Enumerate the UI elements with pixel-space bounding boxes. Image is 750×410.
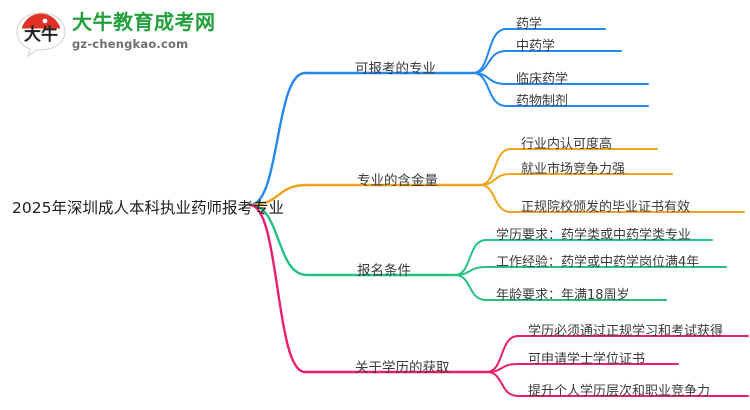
mindmap-branch-value[interactable]: 专业的含金量 [357, 173, 438, 189]
mindmap-connector [454, 266, 487, 276]
mindmap-edges [248, 28, 749, 397]
mindmap-branch-majors[interactable]: 可报考的专业 [355, 61, 436, 77]
mindmap-connector [248, 71, 307, 207]
mindmap-connector [454, 274, 487, 301]
mindmap-connector [479, 184, 512, 213]
mindmap-leaf-node[interactable]: 行业内认可度高 [521, 137, 613, 152]
mindmap-leaf-node[interactable]: 正规院校颁发的毕业证书有效 [521, 200, 691, 215]
site-logo: 大牛 大牛教育成考网 gz-chengkao.com [14, 8, 234, 60]
mindmap-branch-requirements[interactable]: 报名条件 [357, 263, 411, 279]
mindmap-connector [248, 203, 309, 277]
mindmap-connector [472, 72, 507, 107]
mindmap-branch-degree[interactable]: 关于学历的获取 [355, 360, 450, 376]
logo-mark-icon: 大牛 [14, 10, 68, 58]
mindmap-root-node[interactable]: 2025年深圳成人本科执业药师报考专业 [12, 199, 284, 217]
mindmap-leaf-node[interactable]: 临床药学 [516, 72, 569, 87]
logo-mark-text: 大牛 [24, 24, 58, 45]
mindmap-leaf-node[interactable]: 可申请学士学位证书 [528, 352, 646, 367]
logo-title-en: gz-chengkao.com [72, 37, 189, 51]
mindmap-connector [486, 371, 519, 397]
mindmap-connector [248, 183, 309, 207]
mindmap-leaf-node[interactable]: 学历必须通过正规学习和考试获得 [528, 324, 724, 339]
mindmap-leaf-node[interactable]: 就业市场竞争力强 [521, 162, 626, 177]
mindmap-leaf-node[interactable]: 年龄要求：年满18周岁 [496, 288, 630, 303]
mindmap-leaf-node[interactable]: 药物制剂 [516, 94, 569, 109]
mindmap-connector [486, 363, 519, 373]
logo-text-block: 大牛教育成考网 gz-chengkao.com [72, 10, 216, 52]
mindmap-connector [472, 50, 507, 74]
mindmap-leaf-node[interactable]: 工作经验：药学或中药学岗位满4年 [496, 255, 700, 270]
logo-title-cn: 大牛教育成考网 [72, 10, 216, 34]
mindmap-leaf-node[interactable]: 药学 [516, 17, 543, 32]
mindmap-leaf-node[interactable]: 提升个人学历层次和职业竞争力 [528, 384, 711, 399]
mindmap-leaf-node[interactable]: 中药学 [516, 39, 556, 54]
mindmap-leaf-node[interactable]: 学历要求：药学类或中药学类专业 [496, 228, 692, 243]
mindmap-connector [248, 203, 307, 374]
